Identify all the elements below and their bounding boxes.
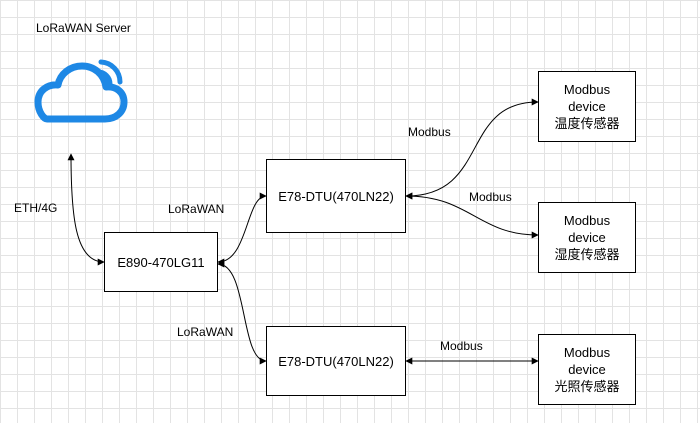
dtu-bottom-node: E78-DTU(470LN22) (266, 326, 406, 396)
device-protocol: Modbus (563, 82, 611, 97)
device-protocol: Modbus (563, 345, 611, 360)
modbus-1-label: Modbus (408, 125, 451, 139)
link-modbus-1 (405, 98, 539, 200)
eth-label: ETH/4G (14, 201, 58, 215)
link-lorawan-bottom (217, 260, 267, 365)
lorawan-bottom-label: LoRaWAN (177, 325, 234, 339)
device-node-light: Modbus device 光照传感器 (538, 334, 636, 405)
device-type: device (568, 230, 606, 245)
device-node-temperature: Modbus device 温度传感器 (538, 71, 636, 142)
device-sensor: 温度传感器 (554, 116, 620, 131)
link-eth (67, 153, 105, 266)
lorawan-top-label: LoRaWAN (168, 202, 225, 216)
device-node-humidity: Modbus device 湿度传感器 (538, 202, 636, 273)
link-lorawan-top (217, 192, 267, 266)
device-protocol: Modbus (563, 213, 611, 228)
device-type: device (568, 362, 606, 377)
dtu-top-node: E78-DTU(470LN22) (266, 159, 406, 233)
link-modbus-2 (405, 192, 539, 239)
cloud-wireless-icon (34, 59, 128, 123)
gateway-node: E890-470LG11 (104, 232, 218, 292)
modbus-3-label: Modbus (440, 339, 483, 353)
device-sensor: 湿度传感器 (554, 247, 620, 262)
server-title: LoRaWAN Server (36, 21, 131, 35)
device-sensor: 光照传感器 (554, 379, 620, 394)
modbus-2-label: Modbus (469, 190, 512, 204)
device-type: device (568, 99, 606, 114)
